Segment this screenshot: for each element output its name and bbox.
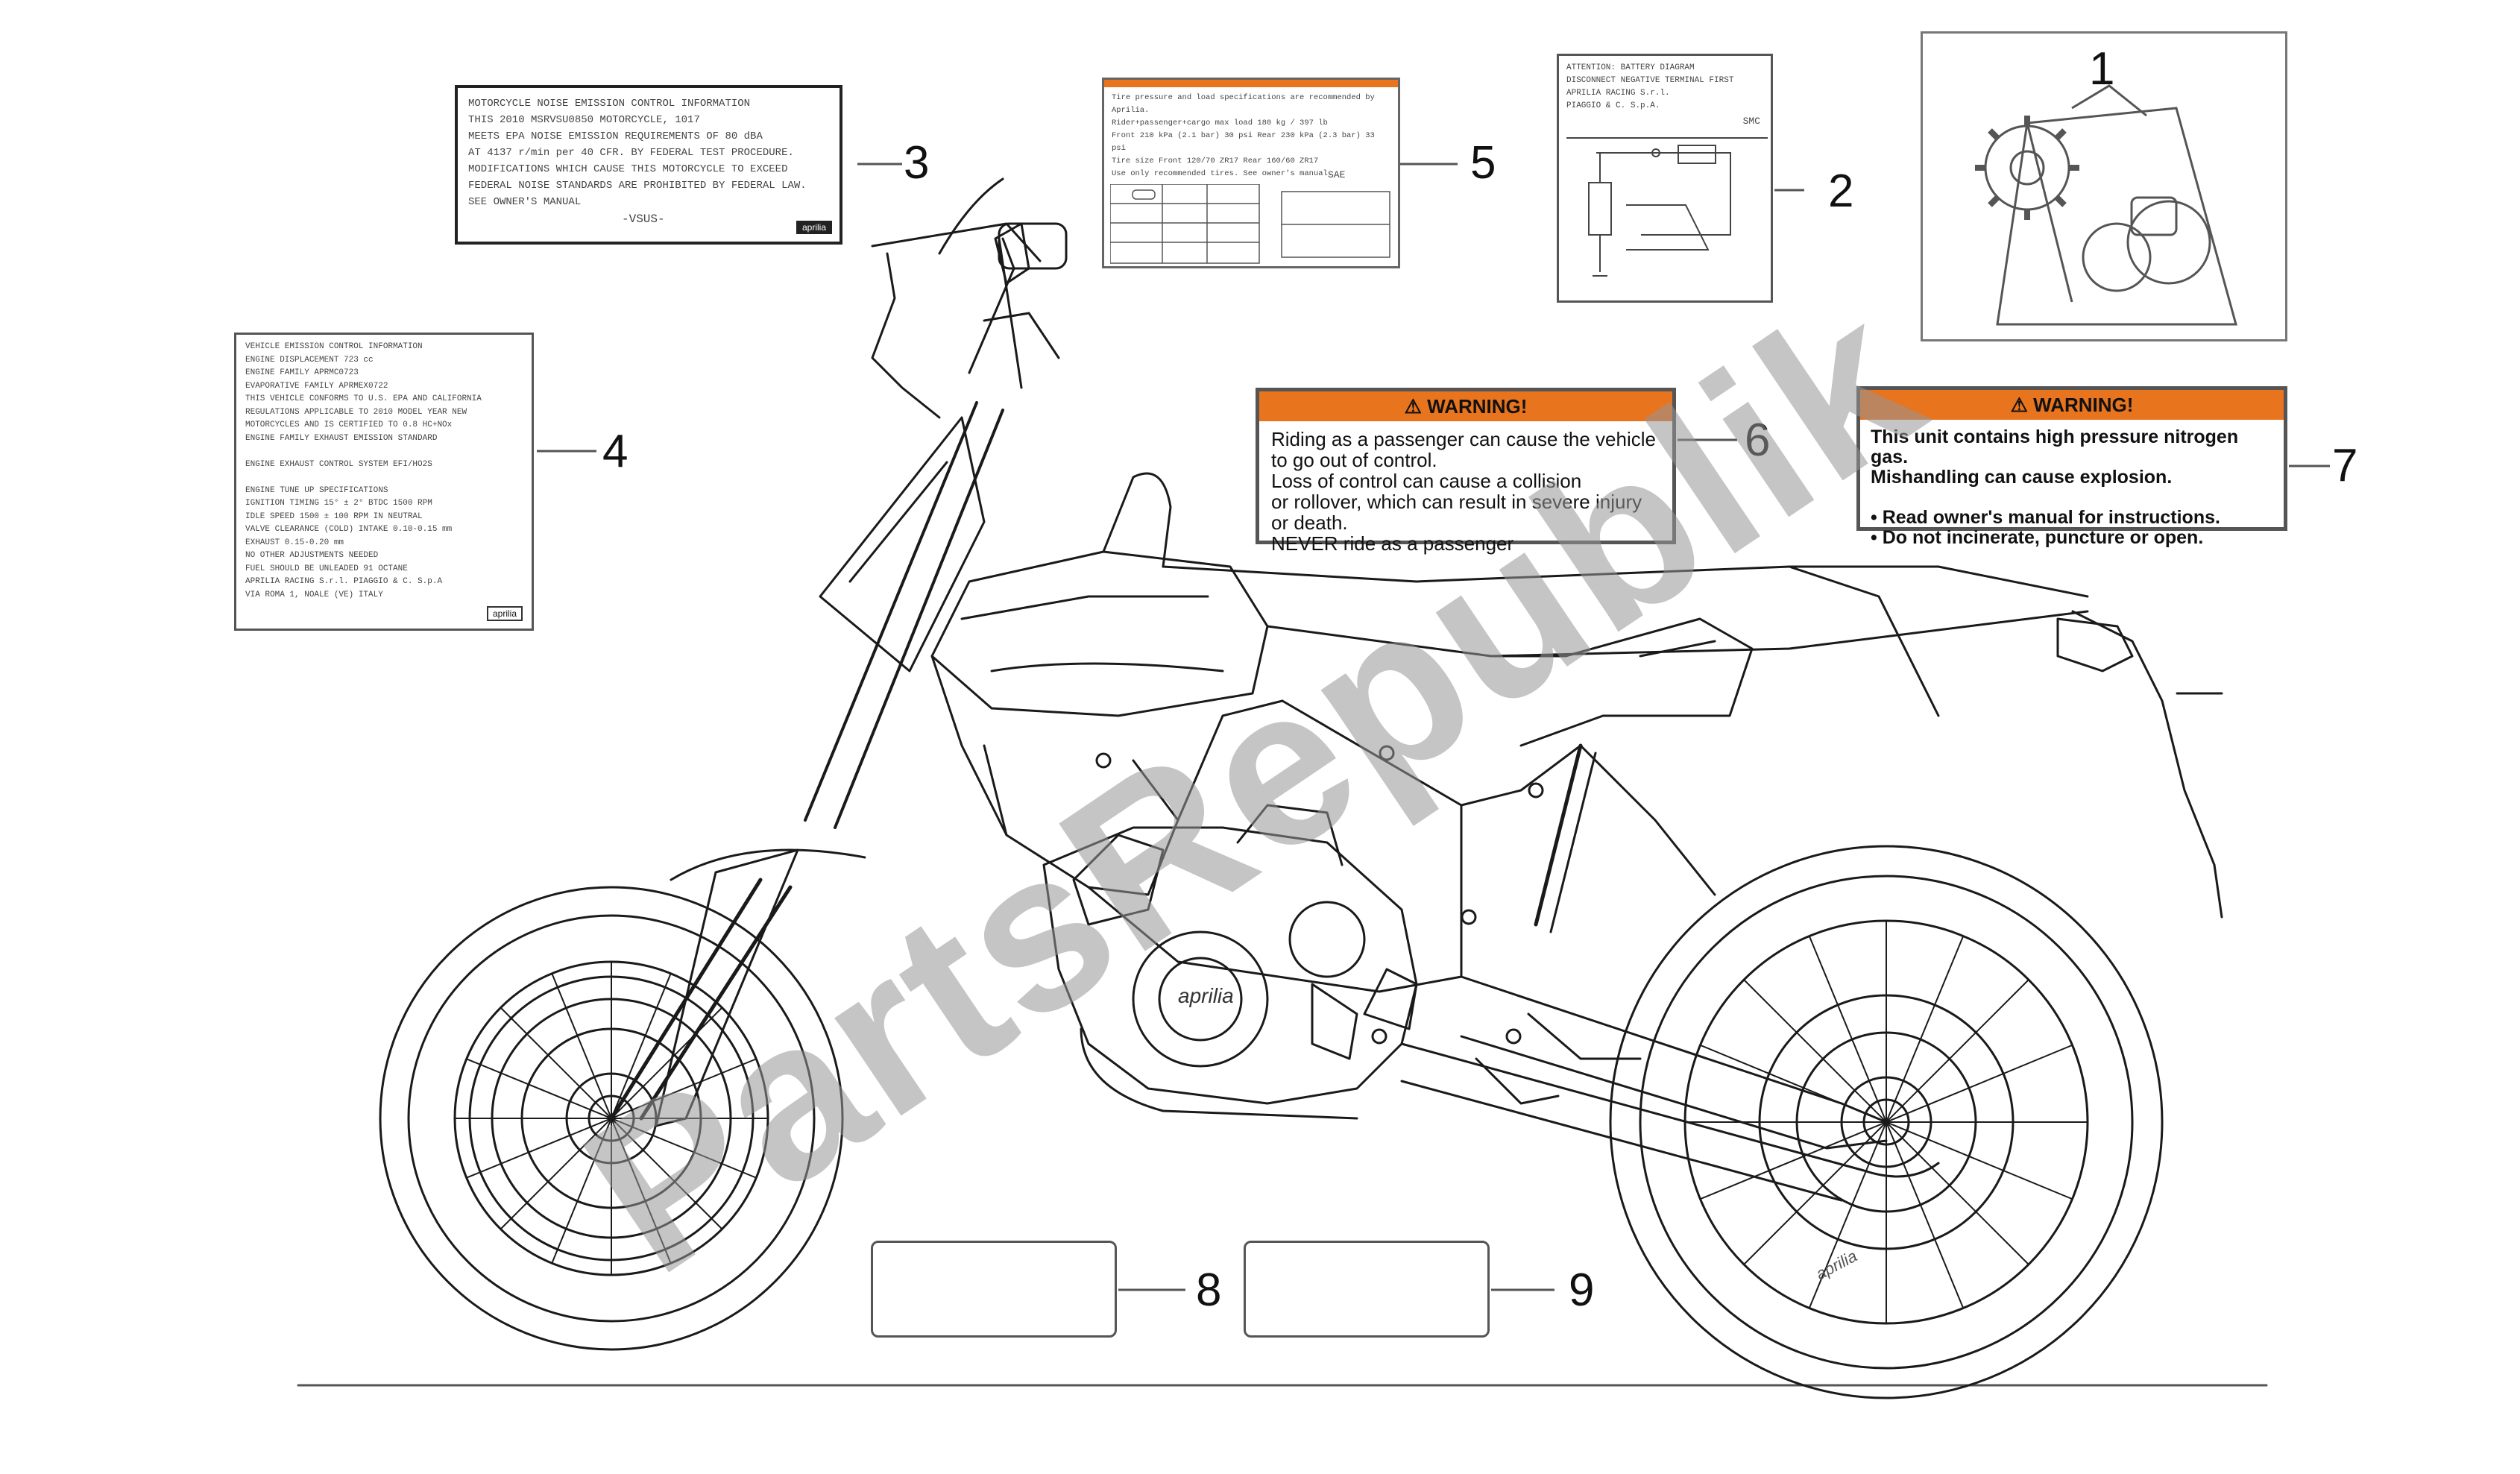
circuit-diagram [1566,137,1768,277]
label6-line: to go out of control. [1271,449,1437,471]
label4-line: NO OTHER ADJUSTMENTS NEEDED [245,551,379,560]
label3-line: FEDERAL NOISE STANDARDS ARE PROHIBITED B… [468,180,807,192]
label3-line: MODIFICATIONS WHICH CAUSE THIS MOTORCYCL… [468,163,788,175]
label3-line: AT 4137 r/min per 40 CFR. BY FEDERAL TES… [468,147,794,159]
callout-2: 2 [1828,166,1854,217]
label7-line: Mishandling can cause explosion. [1871,467,2173,488]
label3-line: MOTORCYCLE NOISE EMISSION CONTROL INFORM… [468,98,751,110]
label4-brand: aprilia [486,606,523,621]
callout-3: 3 [904,137,930,189]
label4-line: ENGINE TUNE UP SPECIFICATIONS [245,485,388,495]
label6-line: Loss of control can cause a collision [1271,470,1582,492]
label4-line: IGNITION TIMING 15° ± 2° BTDC 1500 RPM [245,499,432,508]
battery-diagram-label: ATTENTION: BATTERY DIAGRAM DISCONNECT NE… [1557,54,1773,303]
label5-line: Rider+passenger+cargo max load 180 kg / … [1112,119,1328,127]
vehicle-emission-label: VEHICLE EMISSION CONTROL INFORMATION ENG… [234,333,534,631]
callout-9: 9 [1569,1264,1595,1316]
label5-tag: SAE [1328,169,1346,180]
label7-line: This unit contains high pressure nitroge… [1871,426,2239,467]
label6-line: or rollover, which can result in severe … [1271,491,1642,513]
label3-line: THIS 2010 MSRVSU0850 MOTORCYCLE, 1017 [468,114,700,126]
warning-header: ⚠ WARNING! [1259,391,1672,421]
nitrogen-gas-warning-label: ⚠ WARNING! This unit contains high press… [1856,386,2287,548]
callout-4: 4 [602,426,629,477]
label3-line: SEE OWNER'S MANUAL [468,196,582,208]
label4-line: MOTORCYCLES AND IS CERTIFIED TO 0.8 HC+N… [245,421,453,429]
label6-line: or death. [1271,511,1348,534]
label4-line: EVAPORATIVE FAMILY APRMEX0722 [245,381,388,391]
callout-5: 5 [1470,137,1496,189]
label4-line: ENGINE FAMILY APRMC0723 [245,368,359,377]
label7-line: • Read owner's manual for instructions. [1871,507,2220,528]
label2-tag: SMC [1742,116,1760,127]
document-gear-icon [1975,84,2237,326]
label4-line [245,445,523,459]
leader-lines [537,163,2330,1291]
callout-8: 8 [1196,1264,1222,1316]
tire-table [1110,184,1390,264]
label4-line: APRILIA RACING S.r.l. PIAGGIO & C. S.p.A [245,577,443,586]
noise-emission-label: MOTORCYCLE NOISE EMISSION CONTROL INFORM… [455,85,842,245]
callout-1: 1 [2089,43,2115,95]
label4-line: ENGINE FAMILY EXHAUST EMISSION STANDARD [245,433,438,443]
label2-line: ATTENTION: BATTERY DIAGRAM [1566,63,1695,72]
label5-line: Use only recommended tires. See owner's … [1112,169,1333,178]
label4-line: ENGINE EXHAUST CONTROL SYSTEM EFI/HO2S [245,459,432,469]
label7-line [1871,488,2273,508]
label4-line: VIA ROMA 1, NOALE (VE) ITALY [245,590,383,599]
label5-line: Tire pressure and load specifications ar… [1112,93,1375,115]
label5-stripe [1104,80,1398,87]
warning-triangle-icon: ⚠ WARNING! [2010,394,2134,416]
callout-6: 6 [1745,415,1771,466]
label4-line: ENGINE DISPLACEMENT 723 cc [245,355,374,365]
callout-7: 7 [2332,440,2358,491]
label5-line: Tire size Front 120/70 ZR17 Rear 160/60 … [1112,157,1319,166]
label4-line: VALVE CLEARANCE (COLD) INTAKE 0.10-0.15 … [245,525,453,534]
label6-line: NEVER ride as a passenger [1271,532,1514,555]
label3-model-tag: -VSUS- [622,212,665,226]
label2-line: DISCONNECT NEGATIVE TERMINAL FIRST [1566,76,1734,85]
label4-line: FUEL SHOULD BE UNLEADED 91 OCTANE [245,564,408,573]
warning-triangle-icon: ⚠ WARNING! [1404,395,1528,418]
label4-line: THIS VEHICLE CONFORMS TO U.S. EPA AND CA… [245,394,482,403]
label4-line [245,471,523,485]
tire-information-label: Tire pressure and load specifications ar… [1102,78,1400,268]
engine-logo: aprilia [1178,984,1234,1007]
blank-plate-8 [871,1241,1117,1338]
passenger-warning-label: ⚠ WARNING! Riding as a passenger can cau… [1256,388,1676,554]
label4-line: EXHAUST 0.15-0.20 mm [245,538,344,547]
blank-plate-9 [1244,1241,1490,1338]
label5-line: Front 210 kPa (2.1 bar) 30 psi Rear 230 … [1112,131,1375,153]
label6-line: Riding as a passenger can cause the vehi… [1271,428,1656,450]
wheel-spokes [455,921,2088,1323]
label2-line: PIAGGIO & C. S.p.A. [1566,101,1660,110]
label2-line: APRILIA RACING S.r.l. [1566,89,1670,98]
label7-line: • Do not incinerate, puncture or open. [1871,527,2204,548]
label4-line: VEHICLE EMISSION CONTROL INFORMATION [245,342,423,351]
label4-line: IDLE SPEED 1500 ± 100 RPM IN NEUTRAL [245,511,423,521]
label3-line: MEETS EPA NOISE EMISSION REQUIREMENTS OF… [468,130,763,142]
label4-line: REGULATIONS APPLICABLE TO 2010 MODEL YEA… [245,407,467,417]
warning-header: ⚠ WARNING! [1860,390,2284,420]
label3-brand: aprilia [796,221,832,234]
owners-manual-kit-box [1921,31,2287,341]
